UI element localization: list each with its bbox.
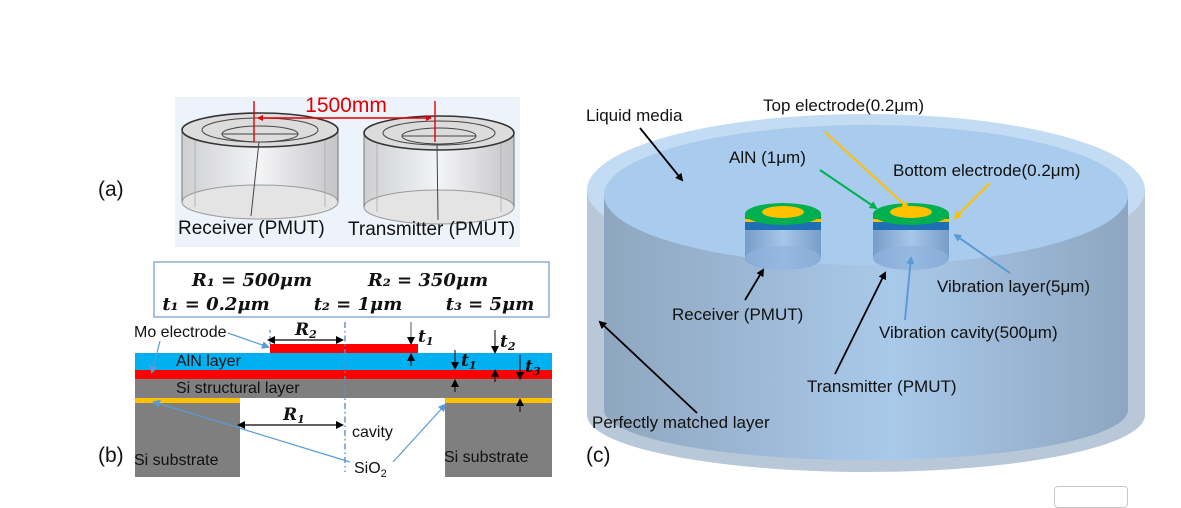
t2-label: t2 xyxy=(500,332,516,353)
top-electrode-label: Top electrode(0.2μm) xyxy=(763,96,924,115)
si-substrate-right xyxy=(445,403,552,477)
liquid-cylinder xyxy=(604,125,1128,460)
mo-electrode-label: Mo electrode xyxy=(134,324,227,341)
sio2-pointer-right xyxy=(392,403,447,463)
bottom-electrode-label: Bottom electrode(0.2μm) xyxy=(893,161,1080,180)
panel-b-label: (b) xyxy=(98,444,124,467)
bottom-electrode-arrow xyxy=(953,182,991,220)
cavity-label: cavity xyxy=(352,424,393,441)
si-substrate-right-label: Si substrate xyxy=(444,449,529,466)
receiver-cylinder-3d xyxy=(181,112,339,220)
sio2-pointer-left xyxy=(152,399,351,463)
param-r2: R₂ = 350μm xyxy=(367,270,488,291)
pml-arrow xyxy=(598,320,698,414)
aln-layer xyxy=(135,353,552,370)
aln-label: AlN (1μm) xyxy=(729,148,806,167)
corner-frame xyxy=(1054,486,1128,508)
t1-top-label: t1 xyxy=(418,327,434,348)
t3-label: t3 xyxy=(525,357,541,378)
pml-label: Perfectly matched layer xyxy=(592,413,770,432)
sio2-left xyxy=(135,398,240,403)
sio2-label: SiO2 xyxy=(354,460,387,480)
si-structural-layer xyxy=(135,379,552,398)
mo-electrode-pointer-bottom xyxy=(149,340,161,374)
panel-a-label: (a) xyxy=(98,178,124,201)
panel-a-receiver-label: Receiver (PMUT) xyxy=(178,218,325,239)
liquid-media-arrow xyxy=(639,127,684,182)
vibration-cavity-arrow xyxy=(904,256,915,321)
bottom-mo-electrode xyxy=(135,370,552,379)
si-structural-label: Si structural layer xyxy=(176,380,300,397)
r2-dim-label: R2 xyxy=(294,320,317,341)
vibration-layer-label: Vibration layer(5μm) xyxy=(937,277,1090,296)
r1-dim-label: R1 xyxy=(282,405,305,426)
transmitter-arrow xyxy=(834,271,886,375)
aln-arrow xyxy=(819,169,878,210)
param-r1: R₁ = 500μm xyxy=(191,270,312,291)
vibration-cavity-label: Vibration cavity(500μm) xyxy=(879,323,1058,342)
panel-b: R₁ = 500μm R₂ = 350μm t₁ = 0.2μm t₂ = 1μ… xyxy=(98,261,552,480)
transmitter-pmut-3d xyxy=(873,203,949,270)
si-substrate-left-label: Si substrate xyxy=(134,452,219,469)
figure-canvas: 1500mm (a) Receiver (PMUT) Transmitter (… xyxy=(98,94,1145,480)
t1-bottom-label: t1 xyxy=(461,351,477,372)
vibration-layer-arrow xyxy=(953,233,1011,274)
panel-c-label: (c) xyxy=(586,444,611,467)
top-mo-electrode xyxy=(270,344,418,353)
parameter-box xyxy=(153,261,550,318)
receiver-pmut-3d xyxy=(745,203,821,270)
panel-a: 1500mm (a) Receiver (PMUT) Transmitter (… xyxy=(98,94,520,247)
panel-c: Liquid media Top electrode(0.2μm) AlN (1… xyxy=(586,96,1145,472)
aln-layer-label: AlN layer xyxy=(176,353,242,370)
mo-electrode-pointer-top xyxy=(227,332,270,349)
transmitter-label: Transmitter (PMUT) xyxy=(807,377,957,396)
top-electrode-arrow xyxy=(824,131,910,210)
receiver-label: Receiver (PMUT) xyxy=(672,305,803,324)
distance-label: 1500mm xyxy=(305,94,387,117)
param-t2: t₂ = 1μm xyxy=(314,294,403,315)
transmitter-cylinder-3d xyxy=(363,115,515,225)
receiver-arrow xyxy=(744,268,765,301)
param-t3: t₃ = 5μm xyxy=(446,294,535,315)
param-t1: t₁ = 0.2μm xyxy=(162,294,269,315)
panel-a-transmitter-label: Transmitter (PMUT) xyxy=(348,219,515,240)
si-substrate-left xyxy=(135,403,240,477)
liquid-media-label: Liquid media xyxy=(586,106,683,125)
sio2-right xyxy=(445,398,552,403)
